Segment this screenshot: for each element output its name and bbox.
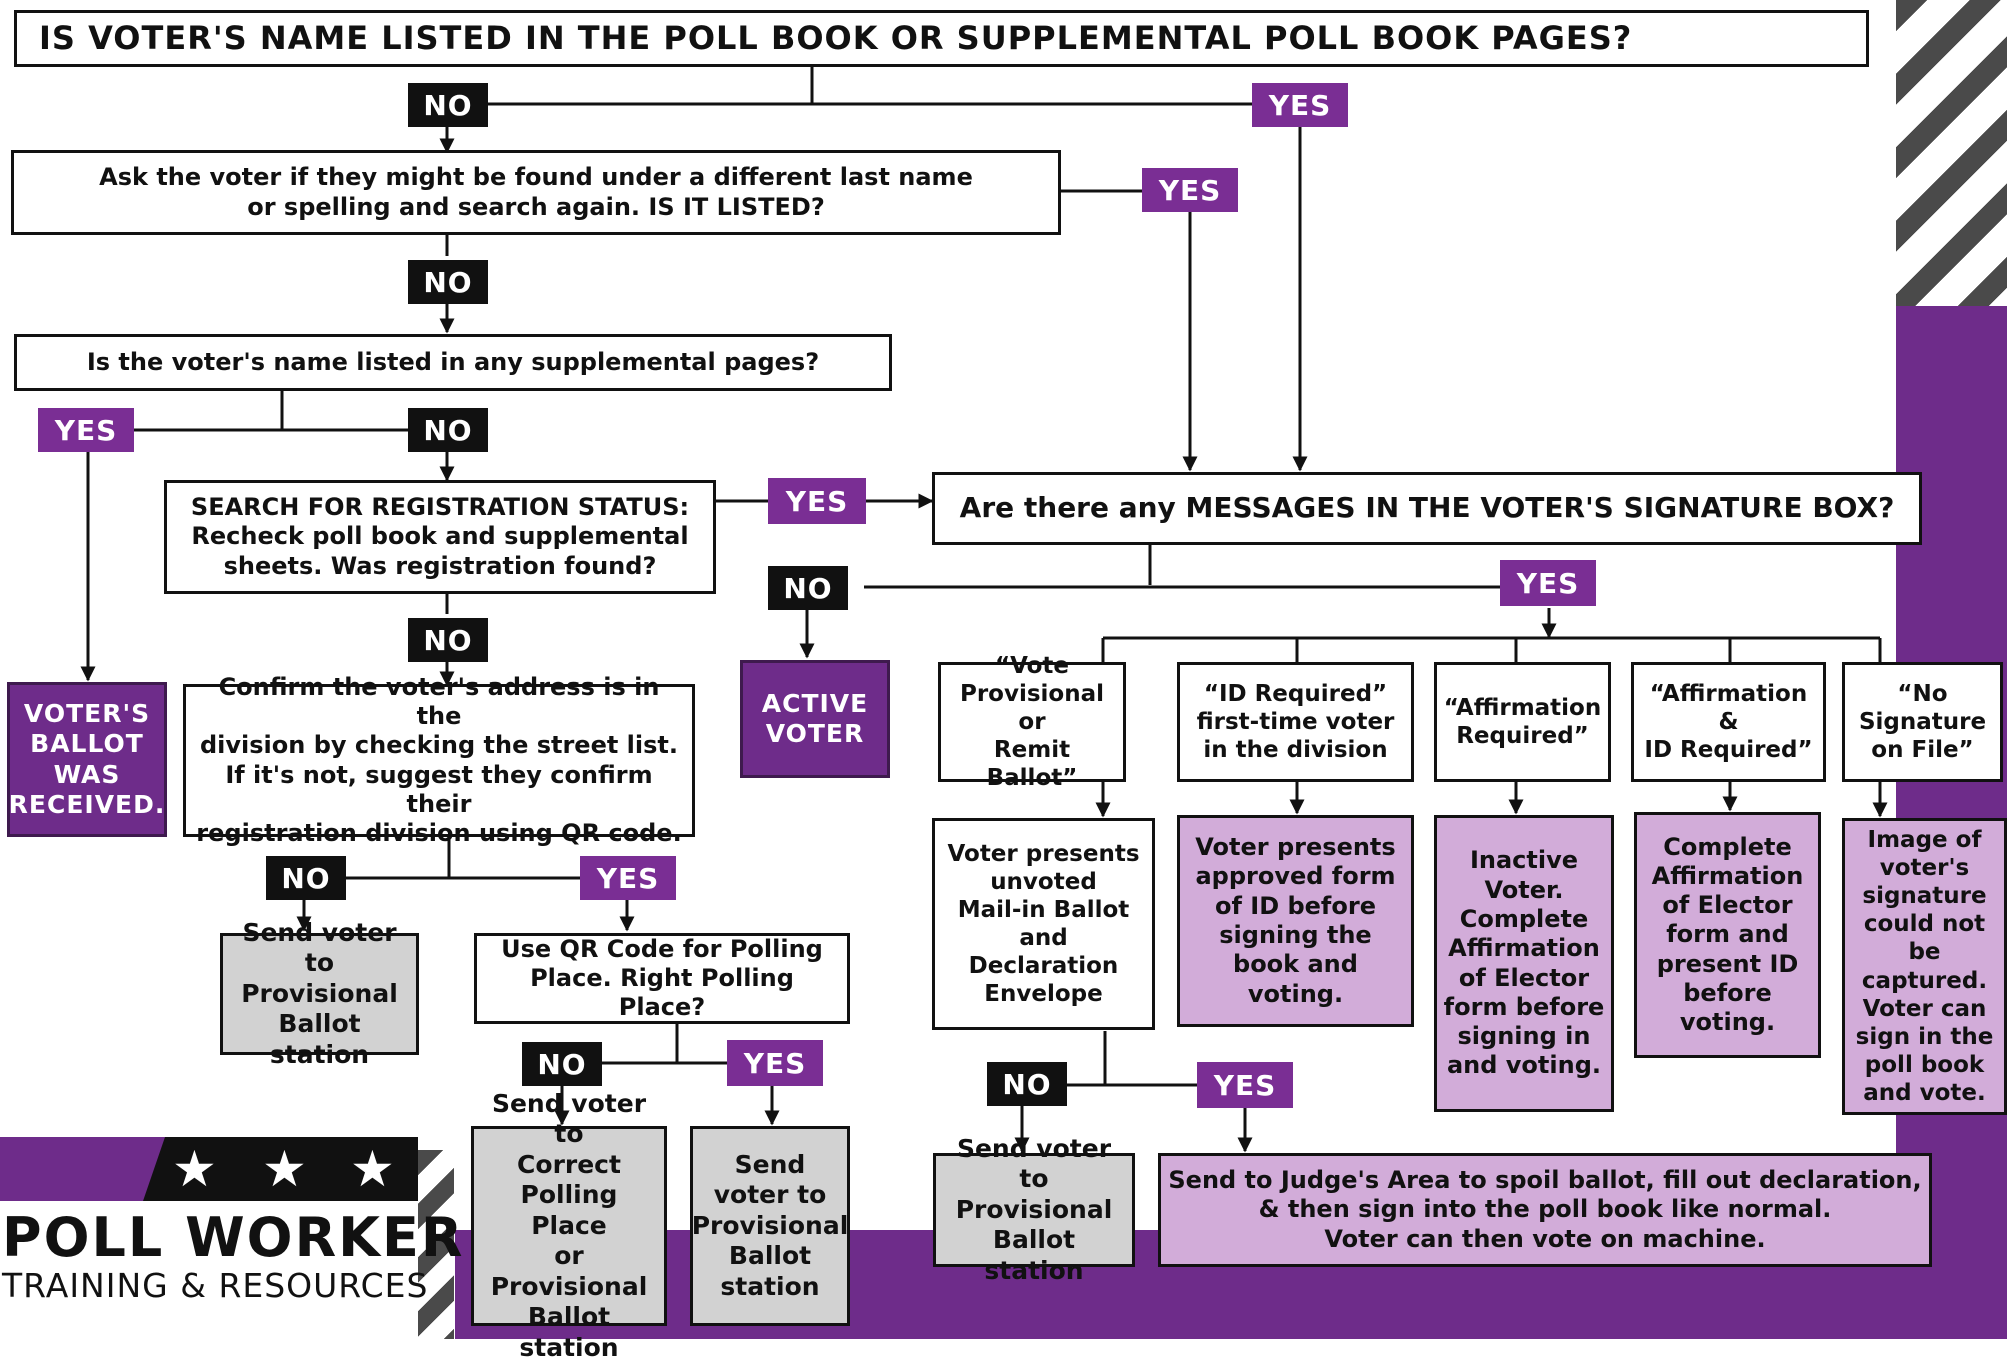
provisional-ballot-station-1: Send voter to Provisional Ballot station	[220, 918, 419, 1069]
no-label: NO	[408, 408, 488, 452]
yes-label: YES	[580, 856, 676, 900]
logo-black-band	[143, 1137, 418, 1201]
msg-no-signature-on-file: “No Signature on File”	[1842, 662, 2003, 782]
confirm-address-box: Confirm the voter's address is in the di…	[183, 673, 695, 847]
msg-affirmation-id-required: “Affirmation & ID Required”	[1631, 662, 1826, 782]
voter-name-listed-question: IS VOTER'S NAME LISTED IN THE POLL BOOK …	[14, 10, 1869, 67]
star-icon: ★	[172, 1140, 217, 1198]
no-label: NO	[408, 83, 488, 127]
logo-stripes	[418, 1150, 454, 1339]
correct-polling-place-box: Send voter to Correct Polling Place or P…	[471, 1089, 667, 1362]
msg-vote-provisional: “Vote Provisional or Remit Ballot”	[938, 653, 1126, 791]
no-label: NO	[522, 1042, 602, 1086]
star-icon: ★	[262, 1140, 307, 1198]
supplemental-pages-question: Is the voter's name listed in any supple…	[14, 334, 892, 391]
corner-stripes	[1896, 0, 2007, 306]
logo-title: POLL WORKER	[2, 1206, 465, 1269]
msg-affirmation-required: “Affirmation Required”	[1434, 662, 1611, 782]
logo-subtitle: TRAINING & RESOURCES	[2, 1266, 429, 1305]
no-label: NO	[408, 260, 488, 304]
no-label: NO	[768, 566, 848, 610]
yes-label: YES	[768, 478, 866, 524]
no-label: NO	[266, 856, 346, 900]
yes-label: YES	[1252, 83, 1348, 127]
no-label: NO	[408, 618, 488, 662]
different-name-question: Ask the voter if they might be found und…	[11, 150, 1061, 235]
yes-label: YES	[1142, 168, 1238, 212]
ballot-received-box: VOTER'S BALLOT WAS RECEIVED.	[7, 682, 167, 837]
yes-label: YES	[1197, 1062, 1293, 1108]
msg-id-required: “ID Required” first-time voter in the di…	[1177, 662, 1414, 782]
mail-in-ballot-box: Voter presents unvoted Mail-in Ballot an…	[932, 818, 1155, 1030]
no-label: NO	[987, 1062, 1067, 1106]
star-icon: ★	[350, 1140, 395, 1198]
signature-not-captured-box: Image of voter's signature could not be …	[1842, 818, 2007, 1115]
yes-label: YES	[38, 408, 134, 452]
active-voter-box: ACTIVE VOTER	[740, 660, 890, 778]
registration-status-box: SEARCH FOR REGISTRATION STATUS: Recheck …	[164, 480, 716, 594]
complete-affirmation-box: Complete Affirmation of Elector form and…	[1634, 812, 1821, 1058]
yes-label: YES	[727, 1040, 823, 1086]
approved-id-box: Voter presents approved form of ID befor…	[1177, 815, 1414, 1027]
inactive-voter-box: Inactive Voter. Complete Affirmation of …	[1434, 815, 1614, 1112]
provisional-ballot-station-2: Send voter to Provisional Ballot station	[690, 1126, 850, 1326]
signature-box-messages-question: Are there any MESSAGES IN THE VOTER'S SI…	[932, 472, 1922, 545]
yes-label: YES	[1500, 560, 1596, 606]
judges-area-box: Send to Judge's Area to spoil ballot, fi…	[1158, 1153, 1932, 1267]
provisional-ballot-station-3: Send voter to Provisional Ballot station	[933, 1134, 1135, 1285]
qr-code-polling-place-question: Use QR Code for Polling Place. Right Pol…	[474, 933, 850, 1024]
